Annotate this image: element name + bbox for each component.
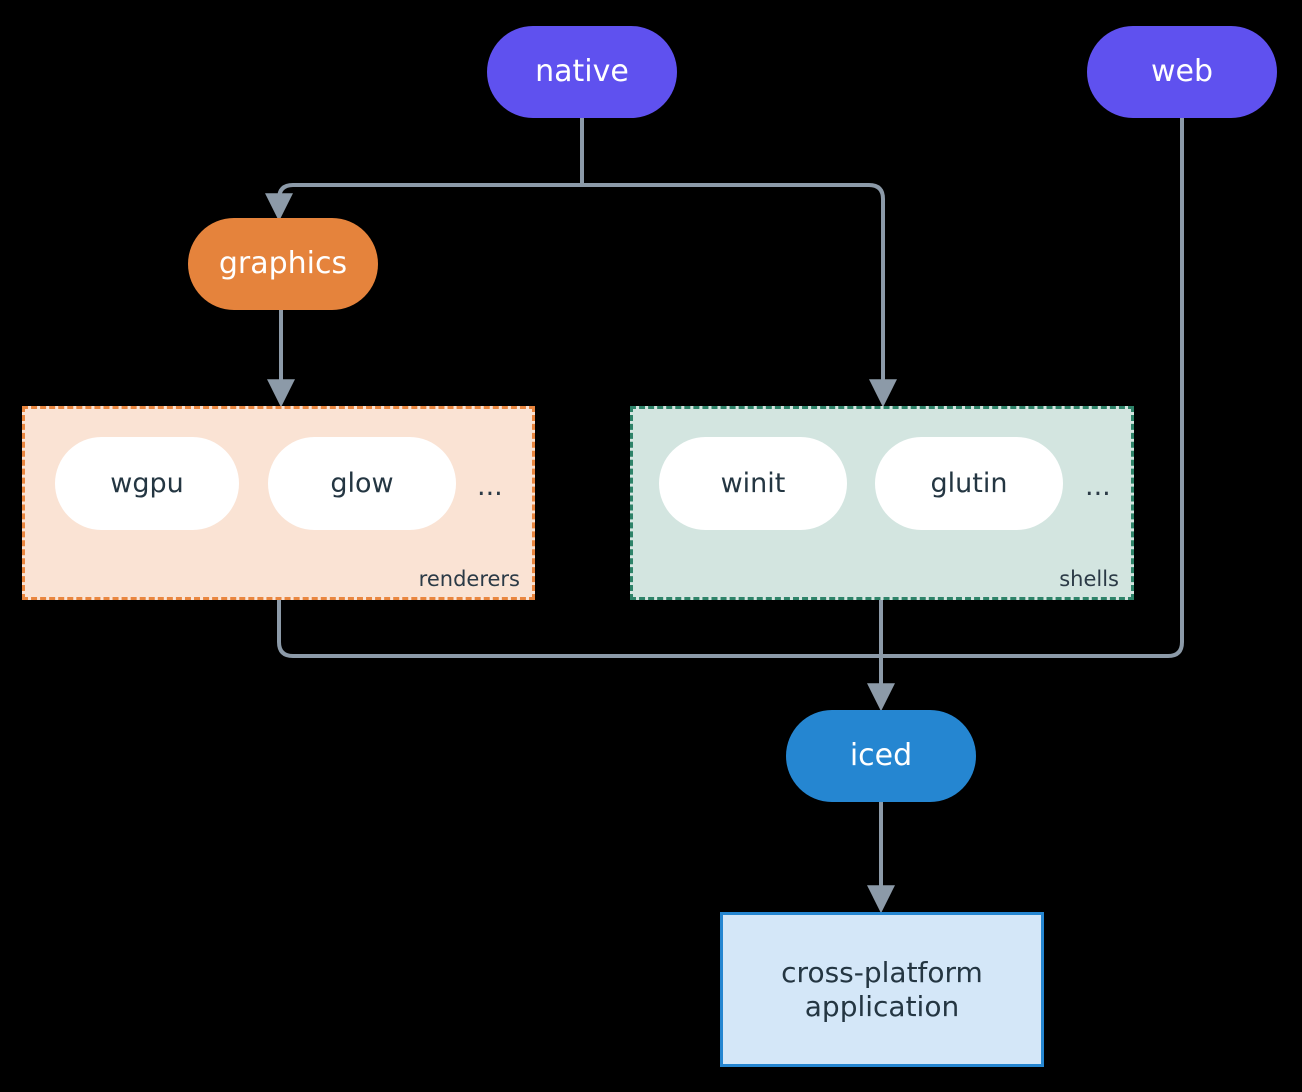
chip-winit-label: winit: [720, 468, 786, 499]
node-iced[interactable]: iced: [786, 710, 976, 802]
node-cross-platform-application[interactable]: cross-platform application: [720, 912, 1044, 1067]
node-iced-label: iced: [849, 738, 913, 774]
chip-winit[interactable]: winit: [659, 437, 847, 530]
group-shells-caption: shells: [1059, 567, 1119, 591]
node-graphics-label: graphics: [218, 246, 348, 282]
node-application-label: cross-platform application: [781, 956, 983, 1023]
node-graphics[interactable]: graphics: [188, 218, 378, 310]
shells-overflow-ellipsis: ...: [1085, 471, 1111, 502]
chip-wgpu-label: wgpu: [110, 468, 184, 499]
chip-wgpu[interactable]: wgpu: [55, 437, 239, 530]
chip-glow[interactable]: glow: [268, 437, 456, 530]
chip-glutin-label: glutin: [930, 468, 1008, 499]
group-renderers: wgpu glow ... renderers: [22, 406, 535, 600]
node-web[interactable]: web: [1087, 26, 1277, 118]
chip-glow-label: glow: [330, 468, 394, 499]
node-native[interactable]: native: [487, 26, 677, 118]
edge-renderers-to-iced: [277, 598, 883, 658]
chip-glutin[interactable]: glutin: [875, 437, 1063, 530]
edge-native-to-graphics: [265, 183, 584, 222]
node-web-label: web: [1150, 54, 1214, 90]
group-renderers-caption: renderers: [418, 567, 520, 591]
node-native-label: native: [535, 54, 629, 90]
edge-native-to-shells: [580, 183, 897, 408]
renderers-overflow-ellipsis: ...: [477, 471, 503, 502]
group-shells: winit glutin ... shells: [630, 406, 1134, 600]
